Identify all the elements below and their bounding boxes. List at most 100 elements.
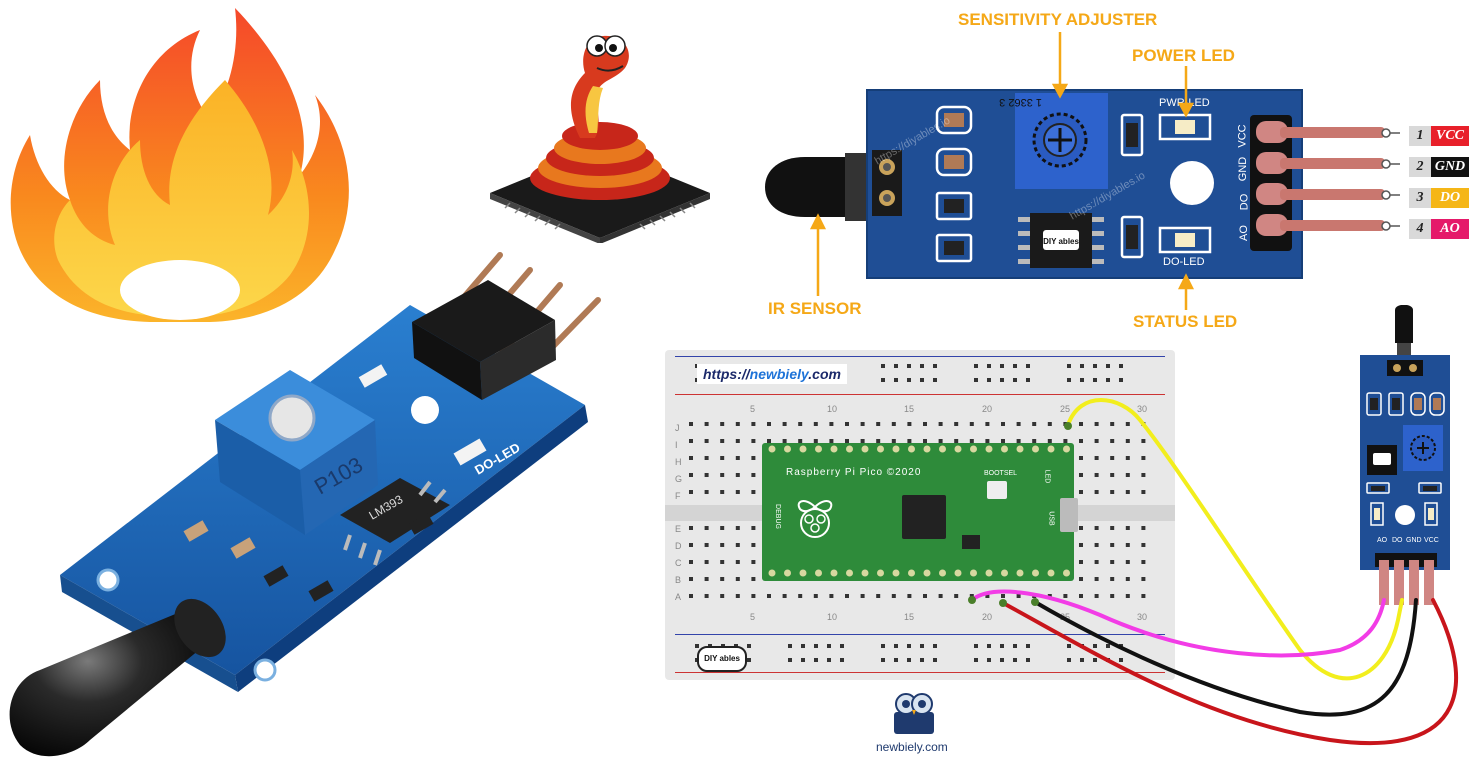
row-letter: D	[675, 541, 682, 551]
breadboard-hole	[938, 422, 943, 426]
breadboard-hole	[985, 594, 990, 598]
breadboard-hole	[938, 439, 943, 443]
breadboard-hole	[1141, 594, 1146, 598]
breadboard-hole	[907, 644, 911, 648]
breadboard-hole	[845, 422, 849, 426]
breadboard-hole	[735, 473, 740, 477]
pin-num: 4	[1409, 219, 1431, 239]
breadboard-hole	[987, 644, 991, 648]
breadboard-hole	[704, 594, 709, 598]
raspberry-logo-icon	[797, 500, 833, 538]
breadboard-hole	[1063, 439, 1068, 443]
breadboard-hole	[751, 594, 756, 598]
breadboard-hole	[704, 456, 709, 460]
breadboard-hole	[751, 422, 756, 426]
breadboard-hole	[1001, 594, 1005, 598]
pico-pin	[846, 569, 853, 577]
breadboard-hole	[720, 560, 725, 564]
rail-bottom-red	[675, 672, 1165, 673]
pin-num: 1	[1409, 126, 1431, 146]
pin-tag-gnd: 2 GND	[1409, 157, 1469, 177]
breadboard-hole	[689, 543, 693, 547]
col-number: 20	[982, 404, 993, 414]
row-letter: A	[675, 592, 682, 602]
breadboard-hole	[907, 378, 911, 382]
breadboard-hole	[894, 658, 898, 662]
breadboard-hole	[1110, 439, 1115, 443]
breadboard-hole	[891, 594, 896, 598]
breadboard-hole	[1093, 364, 1097, 368]
pico-pin	[815, 445, 822, 453]
pico-pin	[1047, 569, 1055, 577]
breadboard-hole	[1013, 378, 1017, 382]
pin-num: 2	[1409, 157, 1431, 177]
pico-pin	[985, 569, 993, 577]
pin-name: DO	[1431, 188, 1469, 208]
newbiely-url: https://newbiely.com	[697, 364, 847, 384]
pin-tag-ao: 4 AO	[1409, 219, 1469, 239]
col-number: 5	[750, 612, 756, 622]
breadboard-hole	[907, 364, 911, 368]
breadboard-hole	[813, 594, 818, 598]
row-letter: B	[675, 575, 682, 585]
breadboard-hole	[735, 594, 740, 598]
col-number: 30	[1137, 612, 1148, 622]
breadboard-hole	[1026, 658, 1030, 662]
breadboard-hole	[1079, 490, 1083, 494]
breadboard-hole	[801, 644, 805, 648]
breadboard-hole	[1067, 658, 1071, 662]
breadboard-hole	[1080, 658, 1084, 662]
breadboard-hole	[881, 644, 885, 648]
breadboard-hole	[974, 658, 978, 662]
row-letter: H	[675, 457, 682, 467]
breadboard-hole	[704, 560, 709, 564]
breadboard-hole	[1094, 490, 1099, 494]
breadboard-hole	[1080, 364, 1084, 368]
breadboard-hole	[829, 422, 834, 426]
breadboard-hole	[1001, 422, 1005, 426]
callout-ir-sensor: IR SENSOR	[768, 299, 862, 318]
breadboard-hole	[1093, 658, 1097, 662]
breadboard-hole	[1141, 577, 1146, 581]
col-number: 25	[1060, 404, 1071, 414]
small-ao-label: AO	[1377, 537, 1388, 544]
pico-pin	[1016, 445, 1024, 453]
breadboard-hole	[1026, 644, 1030, 648]
col-number: 20	[982, 612, 993, 622]
breadboard-hole	[920, 378, 924, 382]
breadboard-hole	[1079, 560, 1083, 564]
col-number: 30	[1137, 404, 1148, 414]
pico-pin	[1032, 569, 1039, 577]
breadboard-hole	[720, 543, 725, 547]
pin-tag-vcc: 1 VCC	[1409, 126, 1469, 146]
breadboard-hole	[923, 422, 927, 426]
breadboard-hole	[894, 644, 898, 648]
pico-pin	[939, 569, 946, 577]
breadboard-hole	[735, 456, 740, 460]
breadboard-hole	[1013, 644, 1017, 648]
breadboard-hole	[891, 422, 896, 426]
footer-brand: newbiely.com	[876, 740, 948, 754]
breadboard-hole	[704, 526, 709, 530]
row-letter: F	[675, 491, 681, 501]
pico-pin	[815, 569, 822, 577]
pico-pin	[954, 445, 962, 453]
breadboard-hole	[1094, 439, 1099, 443]
breadboard-hole	[860, 594, 865, 598]
breadboard-hole	[689, 473, 693, 477]
breadboard-hole	[974, 364, 978, 368]
pico-title: Raspberry Pi Pico ©2020	[786, 467, 922, 478]
pico-pin	[1047, 445, 1055, 453]
callout-sensitivity-adjuster: SENSITIVITY ADJUSTER	[958, 10, 1158, 29]
bootsel-label: BOOTSEL	[984, 470, 1018, 477]
pico-pin	[1032, 445, 1039, 453]
breadboard-hole	[751, 560, 756, 564]
breadboard-hole	[907, 422, 912, 426]
micropython-logo-icon	[490, 35, 710, 243]
breadboard-hole	[1026, 364, 1030, 368]
breadboard-hole	[985, 422, 990, 426]
breadboard-hole	[876, 594, 881, 598]
url-brand: newbiely	[749, 366, 809, 382]
breadboard-hole	[829, 439, 834, 443]
breadboard-hole	[1110, 473, 1115, 477]
